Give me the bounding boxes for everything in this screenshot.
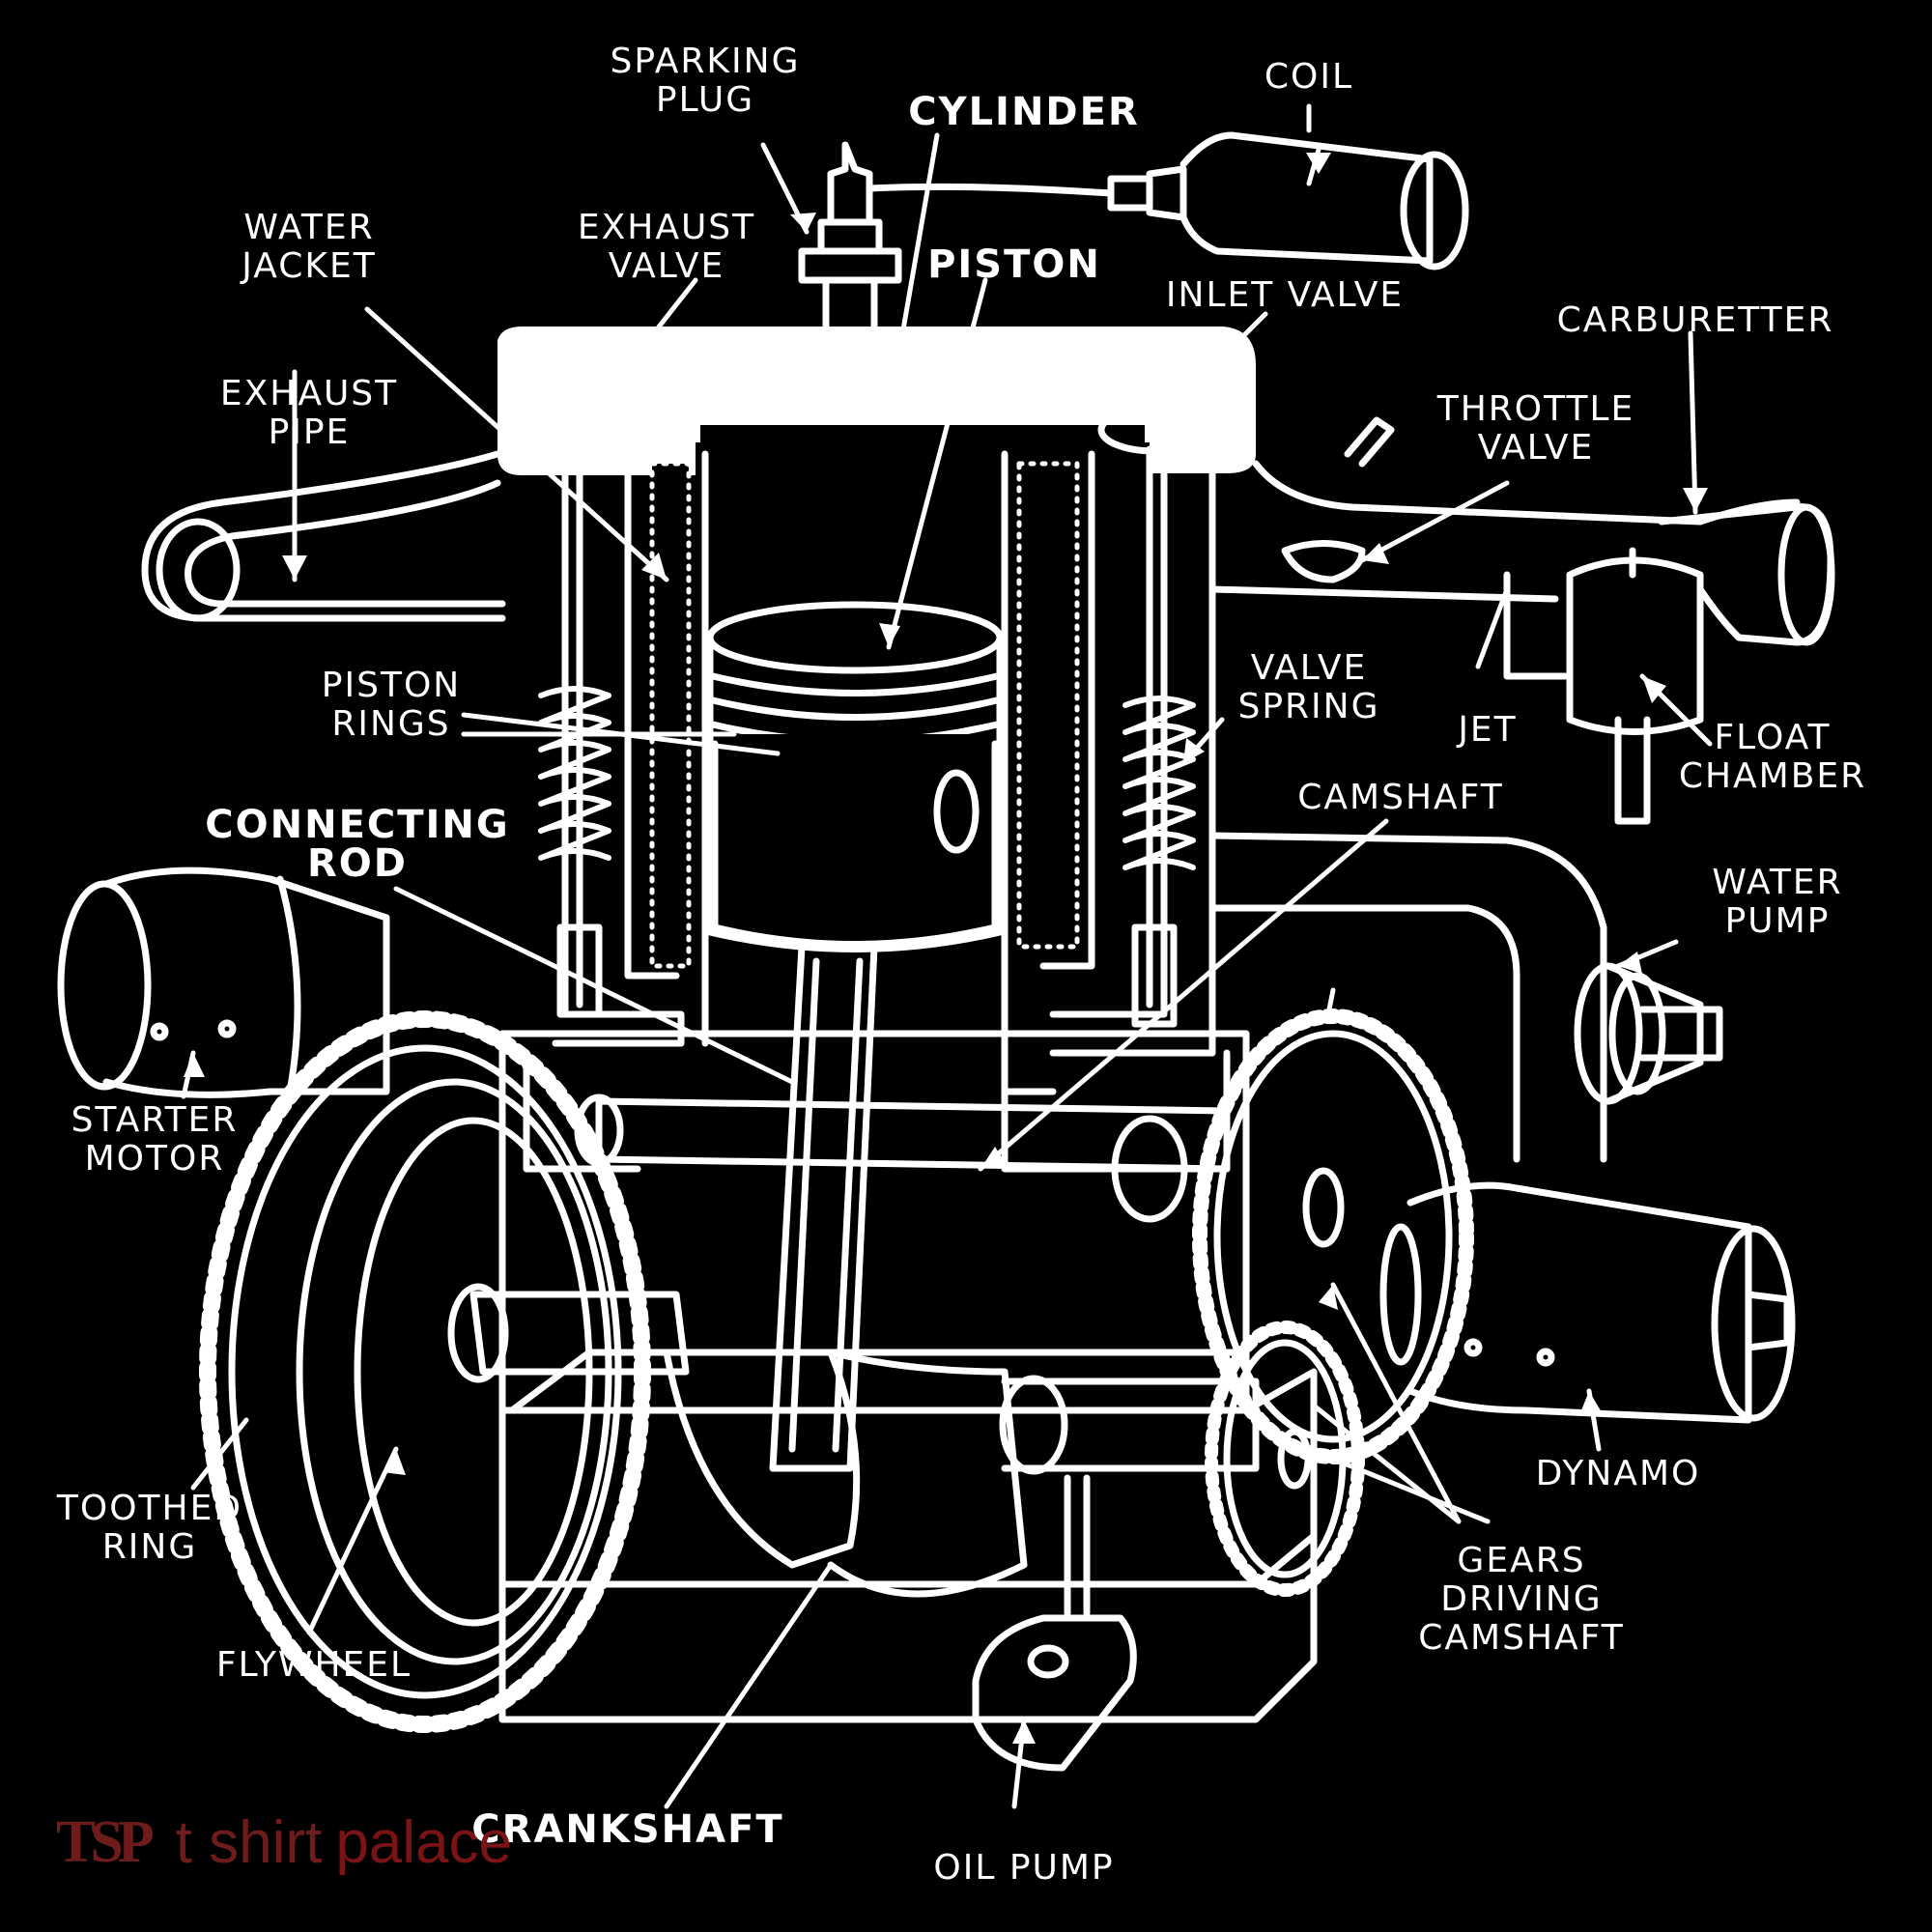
toothed-ring	[199, 1010, 651, 1733]
water-pump	[1208, 832, 1723, 1163]
label-dynamo: DYNAMO	[1535, 1454, 1701, 1493]
label-float-chamber: FLOAT CHAMBER	[1678, 718, 1867, 796]
connecting-rod	[769, 943, 878, 1472]
arrowheads	[184, 153, 1708, 1744]
label-piston-rings: PISTON RINGS	[321, 666, 462, 744]
label-coil: COIL	[1264, 57, 1354, 97]
piston	[706, 601, 1004, 952]
label-carburetter: CARBURETTER	[1556, 300, 1834, 340]
label-camshaft: CAMSHAFT	[1297, 778, 1504, 817]
label-exhaust-pipe: EXHAUST PIPE	[219, 374, 399, 452]
label-valve-spring: VALVE SPRING	[1237, 648, 1380, 726]
label-connecting-rod: CONNECTING ROD	[205, 803, 510, 886]
valve-springs	[538, 686, 1196, 870]
camshaft	[574, 1094, 1231, 1223]
crankshaft-gear	[1205, 1321, 1365, 1597]
watermark-text-b: palace	[335, 1808, 513, 1876]
label-piston: PISTON	[927, 242, 1101, 287]
label-throttle-valve: THROTTLE VALVE	[1436, 389, 1635, 468]
label-jet: JET	[1458, 710, 1518, 750]
label-cylinder: CYLINDER	[908, 90, 1140, 134]
watermark-text-a: t shirt	[175, 1808, 323, 1876]
label-toothed-ring: TOOTHED RING	[56, 1489, 243, 1567]
label-water-pump: WATER PUMP	[1712, 863, 1843, 941]
label-crankshaft: CRANKSHAFT	[471, 1807, 784, 1852]
oil-pump	[972, 1474, 1137, 1772]
exhaust-pipe	[141, 450, 506, 622]
label-oil-pump: OIL PUMP	[933, 1848, 1115, 1888]
coil	[866, 131, 1469, 270]
label-water-jacket: WATER JACKET	[242, 208, 377, 286]
flywheel	[228, 1044, 622, 1699]
float-chamber	[1503, 547, 1704, 825]
watermark: TSP t shirt palace	[56, 1808, 512, 1876]
dynamo	[1379, 1181, 1796, 1424]
cylinder-head	[497, 327, 1256, 475]
leader-lines	[181, 103, 1713, 1809]
label-gears-driving-camshaft: GEARS DRIVING CAMSHAFT	[1418, 1541, 1625, 1658]
label-sparking-plug: SPARKING PLUG	[610, 42, 801, 120]
starter-motor	[57, 867, 390, 1098]
label-flywheel: FLYWHEEL	[215, 1645, 412, 1685]
label-starter-motor: STARTER MOTOR	[71, 1100, 239, 1179]
label-exhaust-valve: EXHAUST VALVE	[577, 208, 756, 286]
watermark-logo: TSP	[56, 1808, 155, 1875]
sparking-plug	[798, 141, 902, 385]
crankcase	[498, 1030, 1318, 1723]
intake-manifold	[1208, 416, 1801, 603]
label-inlet-valve: INLET VALVE	[1165, 275, 1405, 315]
carburetter	[1658, 503, 1835, 646]
